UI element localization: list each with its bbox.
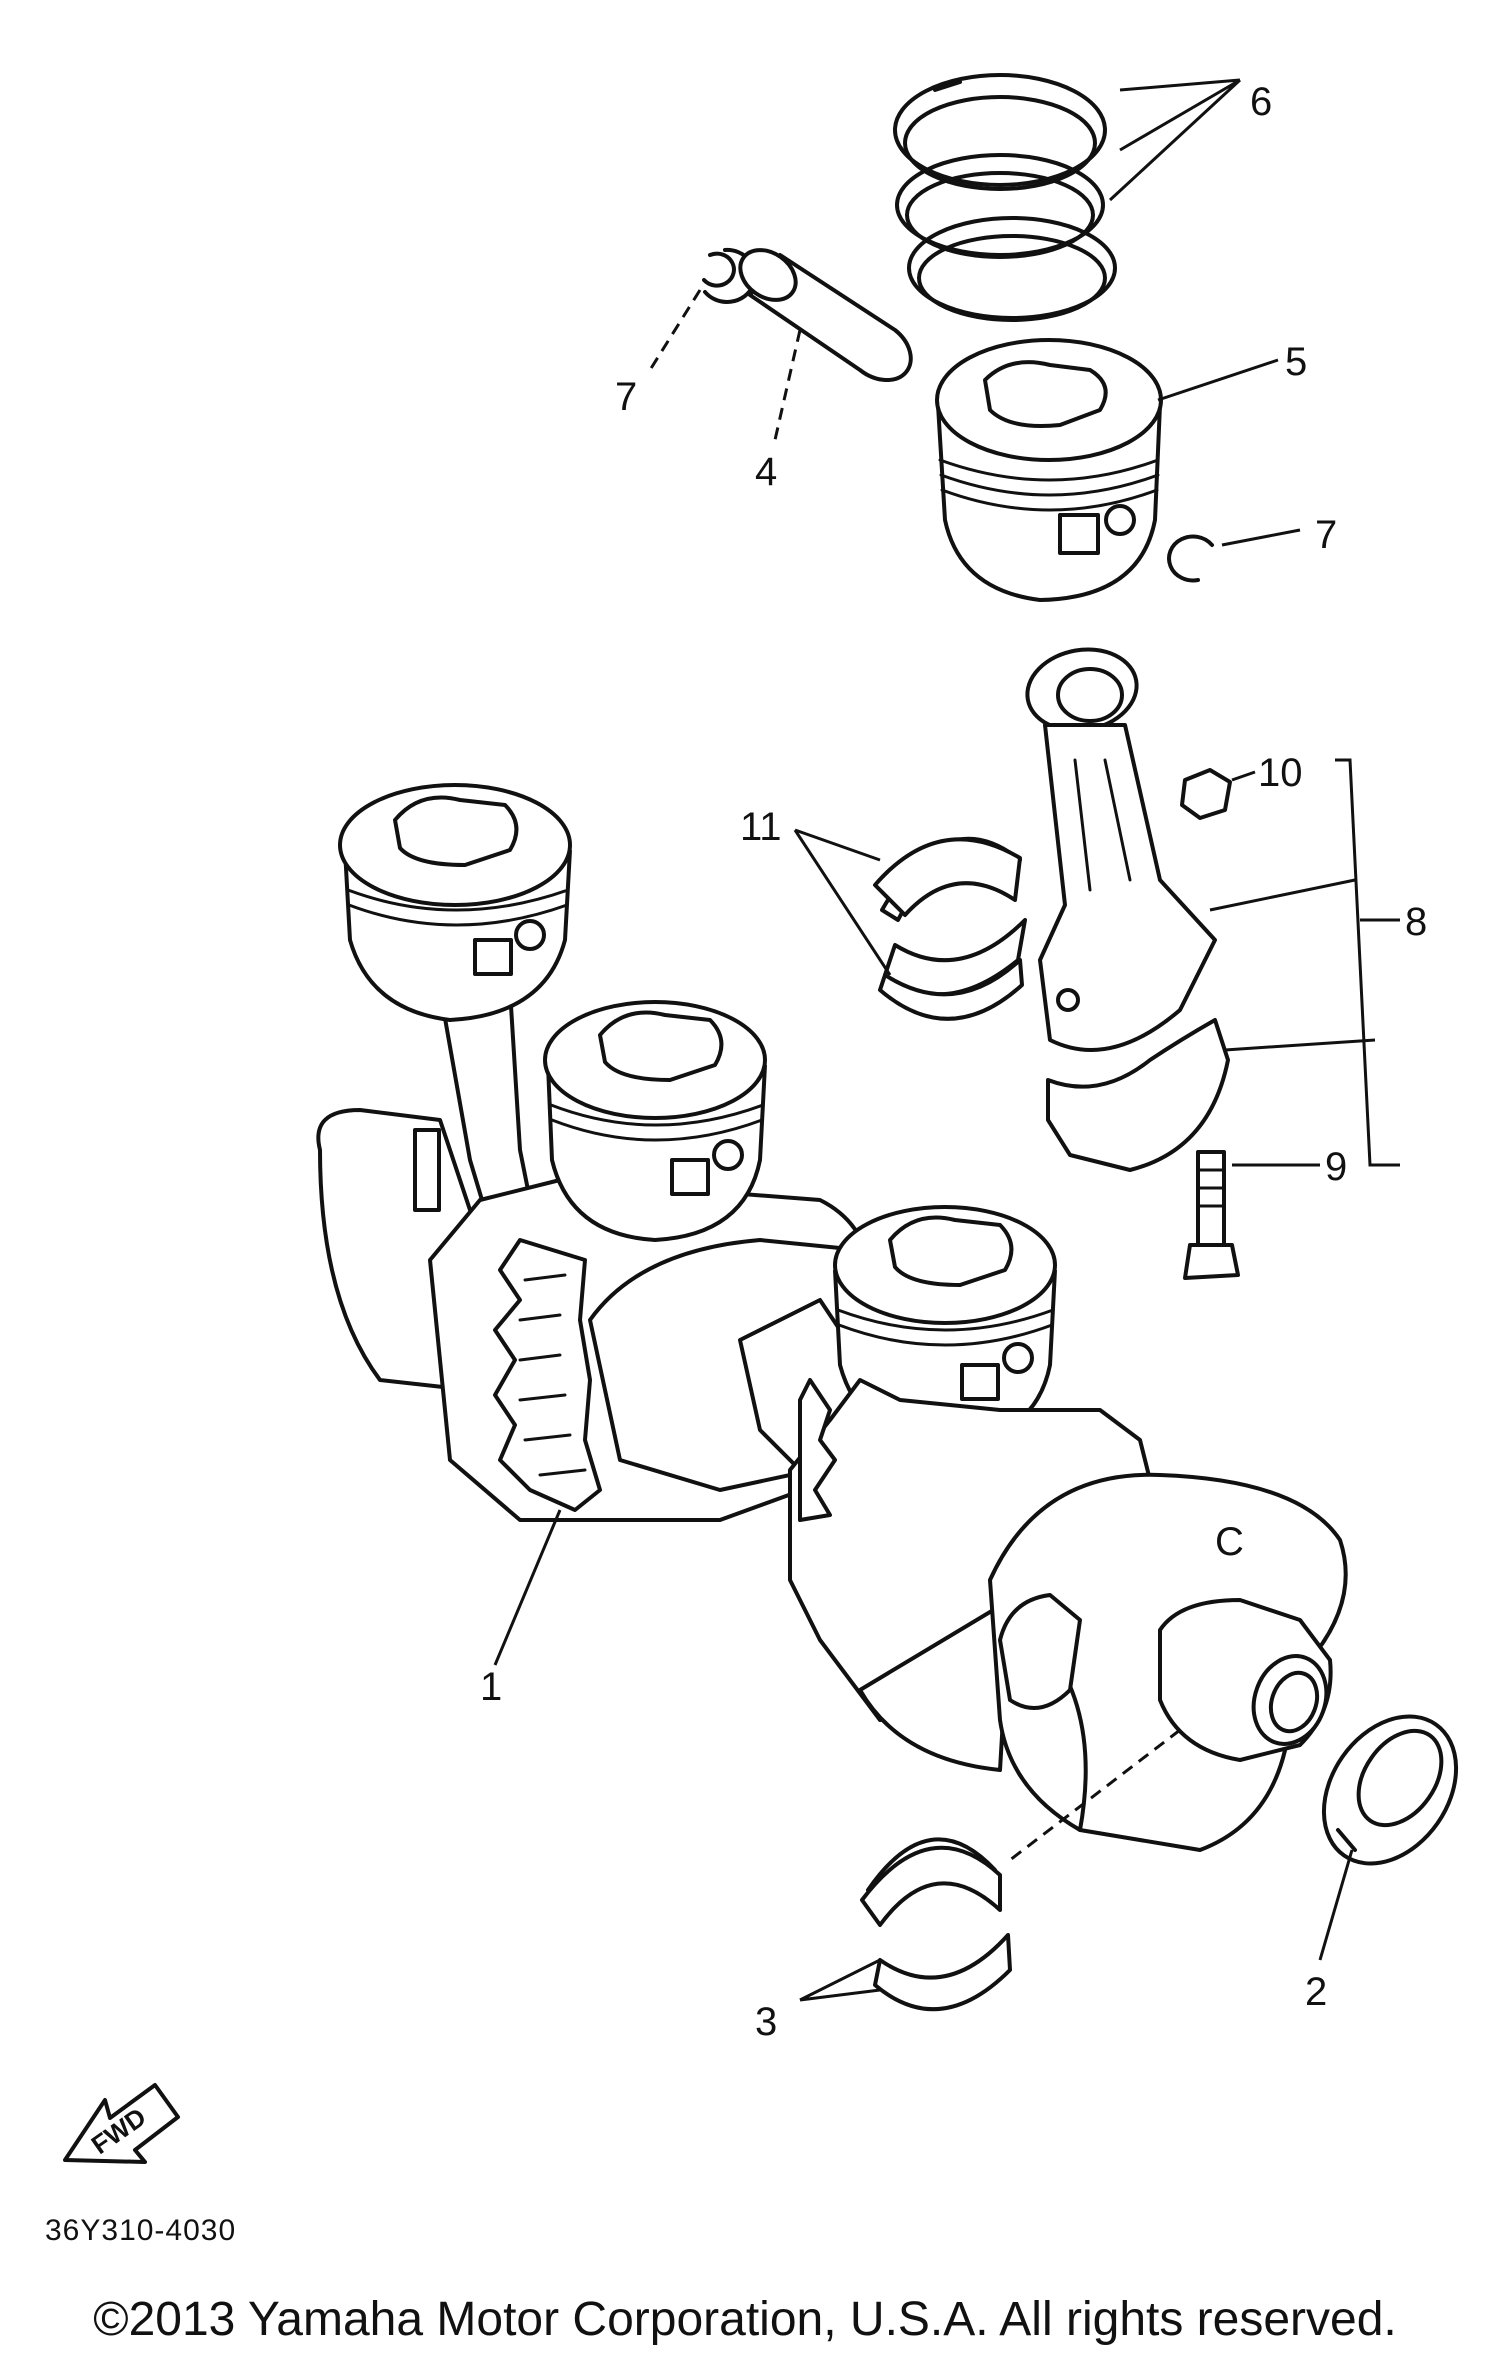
piston-rings-part — [893, 73, 1117, 322]
rod-bolt-part — [1183, 1150, 1240, 1280]
rod-bearing-part — [873, 836, 1027, 1021]
callout-5: 5 — [1285, 340, 1307, 384]
leader-8-rod — [1209, 878, 1356, 912]
leader-8-cap — [1224, 1038, 1376, 1052]
leader-7-left — [648, 289, 702, 371]
fwd-arrow-icon: FWD — [63, 2083, 180, 2164]
leader-4 — [773, 329, 802, 441]
circlip-right-part — [1167, 534, 1214, 583]
crankshaft-assembly-part — [316, 783, 1348, 1852]
leader-10 — [1231, 770, 1256, 782]
callout-11: 11 — [740, 805, 782, 849]
main-bearing-part — [860, 1837, 1012, 2012]
leader-1 — [493, 1509, 562, 1666]
callout-2: 2 — [1305, 1970, 1327, 2014]
piston-pin-part — [738, 248, 913, 383]
leader-11 — [793, 828, 892, 976]
leader-lines — [493, 78, 1400, 2002]
callout-4: 4 — [755, 450, 777, 494]
oil-seal-part — [1321, 1714, 1459, 1866]
callout-10: 10 — [1258, 751, 1303, 795]
leader-2 — [1318, 1849, 1354, 1961]
diagram-code: 36Y310-4030 — [45, 2214, 236, 2247]
rod-nut-part — [1180, 768, 1232, 820]
callout-3: 3 — [755, 2000, 777, 2044]
leader-5 — [1157, 358, 1279, 402]
copyright-notice: ©2013 Yamaha Motor Corporation, U.S.A. A… — [93, 2293, 1397, 2346]
callout-8: 8 — [1405, 900, 1427, 944]
piston-part — [935, 338, 1163, 602]
crank-web-mark: C — [1215, 1520, 1244, 1564]
leader-main-bearing — [1009, 1728, 1181, 1862]
callout-6: 6 — [1250, 80, 1272, 124]
callout-7-right: 7 — [1315, 513, 1337, 557]
callout-7-left: 7 — [615, 375, 637, 419]
bracket-8 — [1335, 758, 1400, 1167]
leader-3 — [799, 1958, 881, 2002]
leader-6-a — [1108, 78, 1242, 202]
leader-7-right — [1221, 528, 1301, 547]
callout-9: 9 — [1325, 1145, 1347, 1189]
connecting-rod-part — [1025, 647, 1230, 1172]
callout-1: 1 — [480, 1665, 502, 1709]
